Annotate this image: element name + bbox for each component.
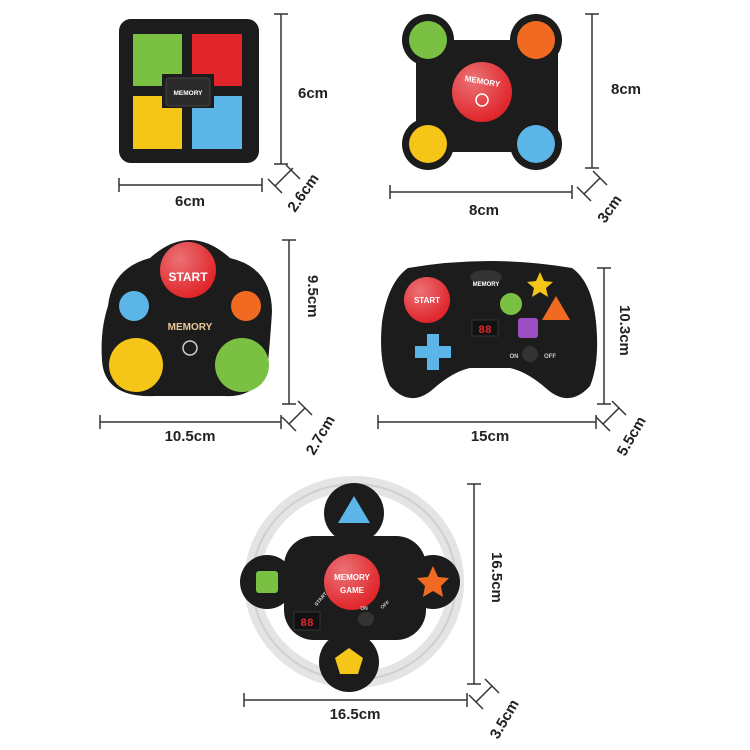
toy-logo-line2: GAME <box>340 586 365 595</box>
toy1-depth-label: 2.6cm <box>284 171 322 216</box>
blue-button <box>119 291 149 321</box>
toy3-depth-label: 2.7cm <box>303 413 339 458</box>
start-label: START <box>414 296 440 305</box>
toy-logo-line1: MEMORY <box>334 573 370 582</box>
blue-button <box>517 125 555 163</box>
triangle-button <box>338 496 370 523</box>
toy4-depth-label: 5.5cm <box>614 414 650 459</box>
toy-logo: MEMORY <box>473 282 500 288</box>
toy4-height-label: 10.3cm <box>616 305 633 356</box>
toy1-height-label: 6cm <box>298 85 328 102</box>
toy5-depth-label: 3.5cm <box>487 697 523 742</box>
power-switch <box>522 346 538 362</box>
power-switch <box>358 612 374 626</box>
square-button <box>256 571 278 593</box>
toy-steering-wheel-memory: MEMORY GAME START 88 ON OFF <box>240 476 464 692</box>
toy-logo: MEMORY <box>173 90 203 97</box>
led-display <box>293 611 321 631</box>
toy-gamepad-memory: START MEMORY 88 ON OFF <box>381 261 598 399</box>
display-digits: 88 <box>300 618 314 630</box>
switch-off-label: OFF <box>544 354 556 360</box>
dpad <box>415 334 451 370</box>
green-button <box>215 338 269 392</box>
purple-square-button <box>518 318 538 338</box>
star-button <box>417 566 449 597</box>
green-button <box>500 293 522 315</box>
toy-logo: MEMORY <box>168 322 213 333</box>
toy2-width-label: 8cm <box>469 202 499 219</box>
star-button <box>527 272 553 297</box>
toy4-width-label: 15cm <box>471 428 509 445</box>
yellow-button <box>409 125 447 163</box>
yellow-button <box>133 96 182 149</box>
switch-on-label: ON <box>360 606 368 612</box>
toy5-width-label: 16.5cm <box>330 706 381 723</box>
toy5-height-label: 16.5cm <box>488 552 505 603</box>
toy3-width-label: 10.5cm <box>165 428 216 445</box>
toy2-height-label: 8cm <box>611 81 641 98</box>
toy2-depth-label: 3cm <box>594 192 625 226</box>
green-button <box>133 34 182 86</box>
red-button <box>192 34 242 86</box>
center-logo-plate <box>165 77 211 107</box>
led-display <box>471 319 499 337</box>
orange-button <box>517 21 555 59</box>
green-button <box>409 21 447 59</box>
orange-button <box>231 291 261 321</box>
blue-button <box>192 96 242 149</box>
pentagon-button <box>335 648 363 674</box>
triangle-button <box>542 296 570 320</box>
toy-start-memory: START MEMORY <box>101 240 272 397</box>
brain-icon <box>182 340 198 356</box>
toy1-width-label: 6cm <box>175 193 205 210</box>
yellow-button <box>109 338 163 392</box>
brain-icon <box>475 93 489 107</box>
toy3-height-label: 9.5cm <box>304 275 321 318</box>
switch-off-label: OFF <box>380 600 392 611</box>
toy-square-memory: MEMORY <box>119 19 259 163</box>
toy-round-pad-memory: MEMORY <box>402 14 562 170</box>
start-label: START <box>168 270 208 284</box>
dimension-lines <box>99 13 627 710</box>
switch-on-label: ON <box>510 354 519 360</box>
display-digits: 88 <box>478 325 492 337</box>
logo-plate <box>470 270 502 284</box>
